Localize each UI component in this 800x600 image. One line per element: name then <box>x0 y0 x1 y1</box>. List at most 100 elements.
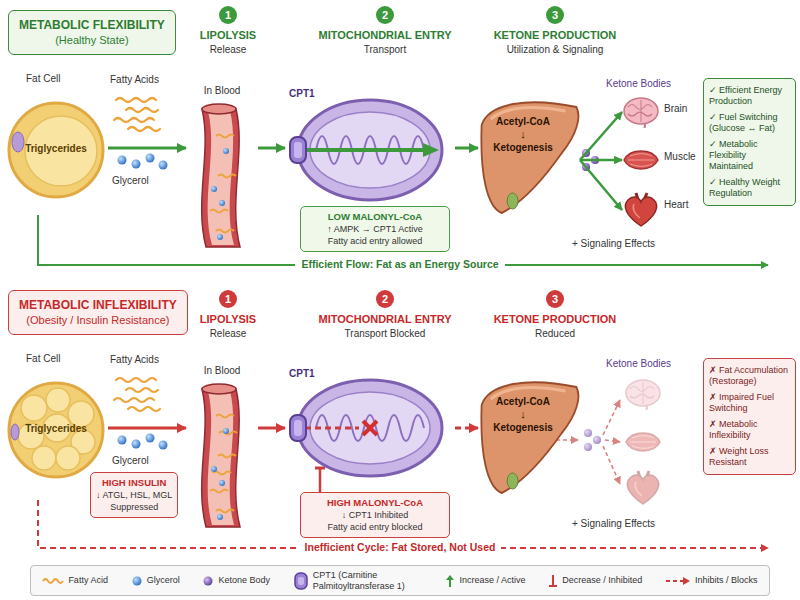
step-title: KETONE PRODUCTION <box>494 313 617 326</box>
legend-item: Inhibits / Blocks <box>665 575 758 586</box>
mitochondrion-shape-part <box>294 142 302 158</box>
node-text: Triglycerides <box>4 423 108 435</box>
node-text: METABOLIC FLEXIBILITY <box>19 18 165 33</box>
legend-text: Fatty Acid <box>68 575 108 586</box>
node-text: CPT1 <box>289 368 455 380</box>
flow-arrow <box>580 160 622 210</box>
blood-vessel-shape-part <box>210 490 228 493</box>
mitochondrion-shape-part <box>316 415 424 441</box>
step-number: 2 <box>376 6 394 24</box>
organ-icon <box>622 96 660 128</box>
organ-icon-part <box>624 151 658 169</box>
node-text: METABOLIC INFLEXIBILITY <box>19 298 177 313</box>
node-text: ✓ Fuel Switching (Glucose ↔ Fat) <box>709 112 790 134</box>
malonyl-box: HIGH MALONYL-CoA↓ CPT1 InhibitedFatty ac… <box>300 492 450 538</box>
node-text: (Obesity / Insulin Resistance) <box>19 313 177 327</box>
legend-sample-part <box>548 574 558 588</box>
insulin-box: HIGH INSULIN↓ ATGL, HSL, MGLSuppressed <box>90 472 178 518</box>
inhibition-connector <box>319 468 322 492</box>
legend-text: Glycerol <box>147 575 180 586</box>
legend-text: Ketone Body <box>218 575 270 586</box>
step-subtitle: Release <box>210 44 247 56</box>
legend-sample-part <box>445 574 455 588</box>
flow-arrow <box>455 427 478 430</box>
illustration-part <box>603 400 620 435</box>
legend-sample-part <box>204 576 213 585</box>
node-text: Triglycerides <box>4 143 108 155</box>
fat-cell-shape-part <box>21 395 47 421</box>
illustration-part <box>605 440 620 442</box>
part-label: + Signaling Effects <box>572 238 655 250</box>
node-text: In Blood <box>186 84 258 97</box>
blood-vessel-shape-part <box>217 514 223 520</box>
node-text: ↑ AMPK → CPT1 Active <box>306 223 444 235</box>
node-text: ✗ Fat Accumulation (Restorage) <box>709 365 790 387</box>
illustration-part <box>582 149 601 451</box>
legend-sample-part <box>293 571 309 591</box>
liver: Acetyl-CoA↓Ketogenesis <box>478 375 580 505</box>
step-subtitle: Reduced <box>535 328 575 340</box>
blood-vessel-shape-part <box>223 428 229 434</box>
flow-arrow <box>258 147 285 150</box>
legend-sample <box>293 571 309 591</box>
liver-shape <box>478 95 580 225</box>
node-text: Fat Cell <box>26 352 108 365</box>
legend-text: Inhibits / Blocks <box>695 575 758 586</box>
legend-item: Fatty Acid <box>42 575 108 586</box>
node-text: Fatty acid entry allowed <box>306 235 444 247</box>
node-text: In Blood <box>186 364 258 377</box>
node-text: Heart <box>664 198 700 211</box>
illustration-part <box>126 108 158 112</box>
blood-vessel: In Blood <box>186 364 258 529</box>
legend-sample <box>665 576 691 586</box>
mitochondrion-shape-part <box>363 421 377 435</box>
illustration-part <box>116 378 156 382</box>
blood-vessel-shape-part <box>213 472 231 475</box>
illustration-part <box>603 446 620 484</box>
node-text: ✓ Efficient Energy Production <box>709 85 790 107</box>
flow-label: Inefficient Cycle: Fat Stored, Not Used <box>299 541 502 554</box>
state-title-box: METABOLIC FLEXIBILITY(Healthy State) <box>8 10 176 55</box>
legend-item: Decrease / Inhibited <box>548 574 642 588</box>
node-text: ↓ <box>478 408 568 421</box>
flow-arrow <box>580 159 622 162</box>
mitochondrion-shape-part <box>294 420 302 436</box>
node-text: Fat Cell <box>26 72 108 85</box>
blood-vessel-shape-part <box>202 384 236 394</box>
legend-sample <box>42 576 64 586</box>
mitochondrion-shape-part <box>305 148 425 152</box>
outcome-box: ✗ Fat Accumulation (Restorage)✗ Impaired… <box>703 358 796 475</box>
mitochondrion-shape-part <box>290 415 306 441</box>
node-text: Suppressed <box>96 501 172 513</box>
step-number: 2 <box>376 290 394 308</box>
node-text: (Healthy State) <box>19 33 165 47</box>
mitochondrion-shape-part <box>305 427 359 430</box>
legend-item: CPT1 (Carnitine Palmitoyltransferase 1) <box>293 570 423 592</box>
blood-vessel: In Blood <box>186 84 258 249</box>
blood-vessel-shape-part <box>202 389 240 527</box>
fat-cell-shape-part <box>11 424 19 440</box>
node-text: Brain <box>664 102 700 115</box>
fat-cell: Fat CellTriglycerides <box>4 72 108 202</box>
legend-text: Increase / Active <box>459 575 525 586</box>
mitochondrion-shape <box>285 88 455 202</box>
illustration-part <box>114 398 154 402</box>
node-text: ↓ <box>478 128 568 141</box>
fat-cell-shape-part <box>32 446 56 470</box>
node-text: Fatty acid entry blocked <box>306 521 444 533</box>
blood-vessel-shape-part <box>202 104 240 247</box>
malonyl-box: LOW MALONYL-CoA↑ AMPK → CPT1 ActiveFatty… <box>300 206 450 252</box>
step-subtitle: Utilization & Signaling <box>507 44 604 56</box>
node-text: ✓ Healthy Weight Regulation <box>709 177 790 199</box>
step-title: LIPOLYSIS <box>200 29 256 42</box>
legend-item: Ketone Body <box>202 575 270 587</box>
fat-cell-shape <box>4 352 108 482</box>
illustration-part <box>118 436 127 445</box>
blood-vessel-shape-part <box>219 200 225 206</box>
legend-text: CPT1 (Carnitine Palmitoyltransferase 1) <box>313 570 423 592</box>
liver-shape <box>478 375 580 505</box>
illustration-part <box>556 439 578 441</box>
flow-arrow <box>108 147 186 150</box>
step-number: 1 <box>219 290 237 308</box>
